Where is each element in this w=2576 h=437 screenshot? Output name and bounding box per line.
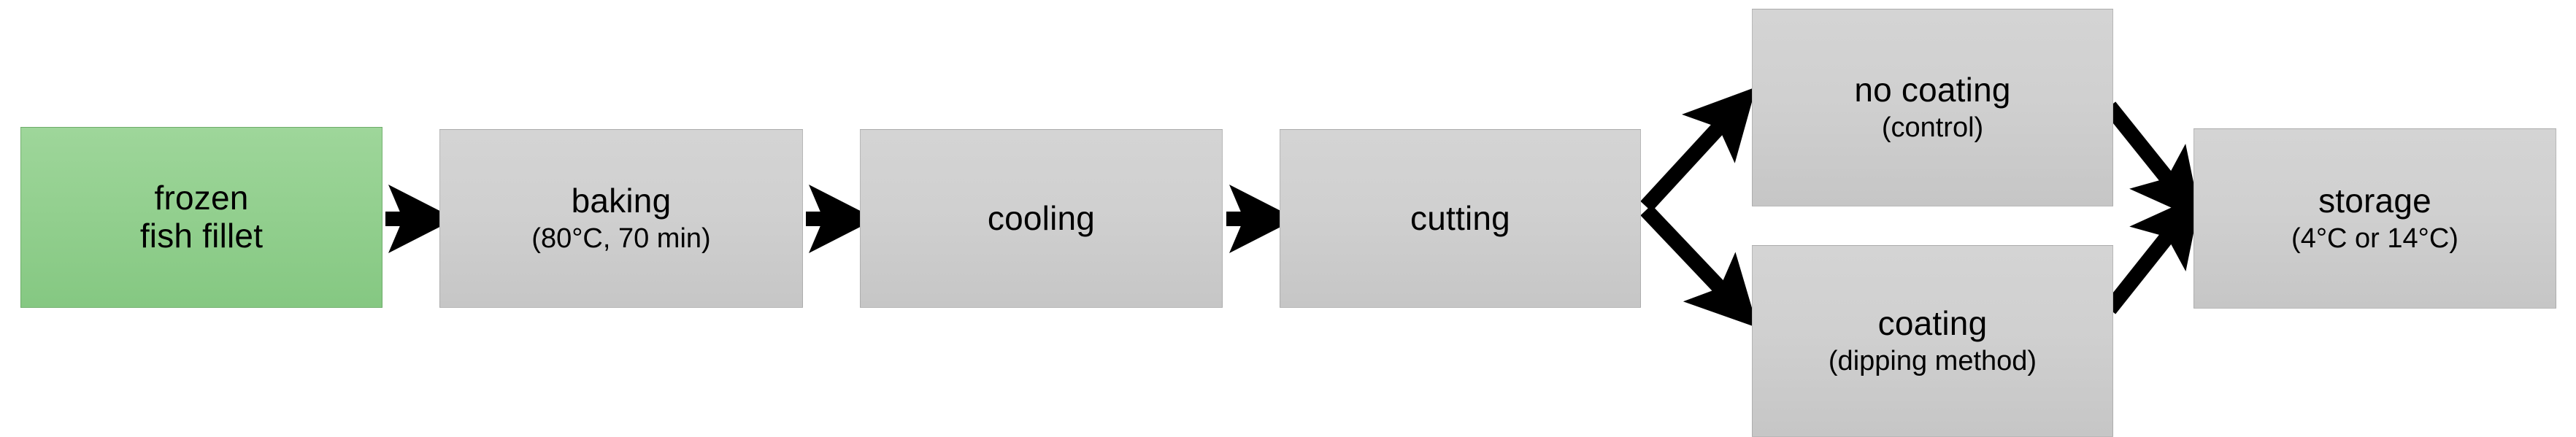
node-frozen-fish-fillet-subtitle: fish fillet xyxy=(139,217,264,255)
node-coating-subtitle: (dipping method) xyxy=(1828,346,2037,377)
node-cooling[interactable]: cooling xyxy=(860,129,1223,308)
node-baking-title: baking xyxy=(571,181,672,220)
node-storage-subtitle: (4°C or 14°C) xyxy=(2291,223,2458,255)
node-baking-subtitle: (80°C, 70 min) xyxy=(531,223,711,255)
node-storage[interactable]: storage (4°C or 14°C) xyxy=(2194,128,2556,309)
arrow-cutting-to-coating xyxy=(1640,204,1758,328)
node-cooling-title: cooling xyxy=(987,198,1096,237)
node-no-coating-title: no coating xyxy=(1854,70,2011,109)
node-frozen-fish-fillet[interactable]: frozen fish fillet xyxy=(20,127,382,308)
node-cutting-title: cutting xyxy=(1410,198,1510,237)
node-coating[interactable]: coating (dipping method) xyxy=(1752,245,2113,437)
arrow-coating-to-storage xyxy=(2103,193,2202,314)
node-coating-title: coating xyxy=(1877,303,1988,342)
arrow-no-coating-to-storage xyxy=(2103,101,2202,222)
arrow-cutting-to-no-coating xyxy=(1640,87,1756,212)
node-frozen-fish-fillet-title: frozen xyxy=(154,179,249,217)
node-cutting[interactable]: cutting xyxy=(1280,129,1641,308)
node-baking[interactable]: baking (80°C, 70 min) xyxy=(439,129,803,308)
node-no-coating[interactable]: no coating (control) xyxy=(1752,9,2113,206)
node-storage-title: storage xyxy=(2318,181,2431,220)
node-no-coating-subtitle: (control) xyxy=(1881,112,1984,144)
